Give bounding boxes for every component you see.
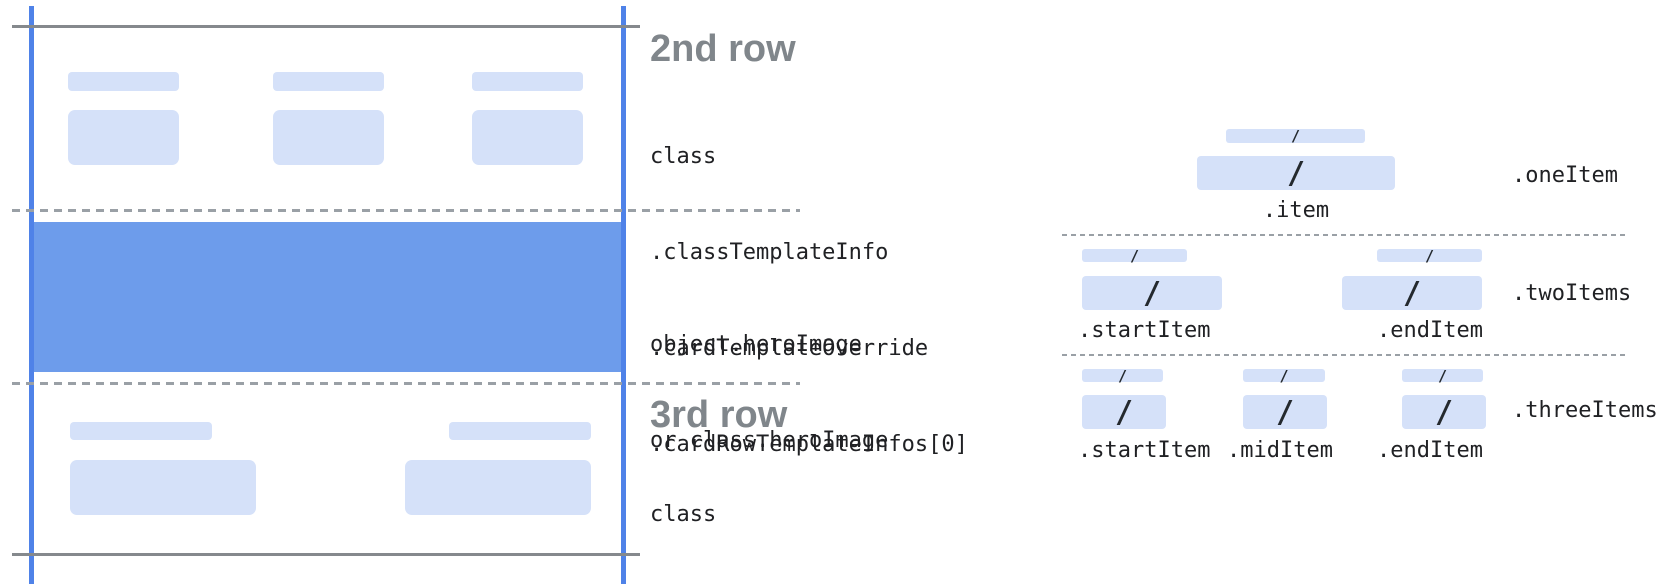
row2-field-value-bar-3: [472, 110, 583, 165]
slash-glyph: /: [1424, 246, 1435, 265]
card-right-border-line: [621, 6, 626, 584]
code-line: class: [650, 144, 717, 169]
slash-glyph: /: [1114, 394, 1134, 430]
hero-image-band: [34, 222, 621, 372]
row3-field-label-bar-2: [449, 422, 591, 440]
row3-code-path: class .classTemplateInfo .cardTemplateOv…: [650, 437, 968, 584]
code-line: .cardRowTemplateInfos[0]: [650, 432, 968, 457]
three-items-end-value-bar: /: [1402, 394, 1486, 430]
three-items-mid-label-bar: /: [1243, 366, 1325, 385]
two-items-end-value-bar: /: [1342, 275, 1482, 311]
one-item-caption: .item: [1262, 198, 1330, 223]
row2-field-value-bar-2: [273, 110, 384, 165]
code-line: or class.heroImage: [650, 428, 889, 453]
one-item-label-bar: /: [1226, 127, 1365, 145]
slash-glyph: /: [1279, 366, 1289, 385]
row2-field-label-bar-3: [472, 72, 583, 91]
three-items-mid-value-bar: /: [1243, 394, 1327, 430]
two-items-start-value-bar: /: [1082, 275, 1222, 311]
row2-field-label-bar-2: [273, 72, 384, 91]
slash-glyph: /: [1142, 275, 1162, 311]
code-line: .cardTemplateOverride: [650, 336, 929, 361]
row2-heading: 2nd row: [650, 28, 796, 70]
row3-field-value-bar-2: [405, 460, 591, 515]
row-divider-dashed-top: [12, 209, 800, 212]
row3-field-label-bar-1: [70, 422, 212, 440]
three-items-mid-caption: .midItem: [1227, 438, 1333, 463]
three-items-end-label-bar: /: [1402, 366, 1483, 385]
slash-glyph: /: [1437, 366, 1448, 385]
row3-heading: 3rd row: [650, 394, 788, 436]
code-line: object.heroImage: [650, 332, 862, 357]
slash-glyph: /: [1434, 394, 1454, 430]
row3-field-value-bar-1: [70, 460, 256, 515]
code-line: class: [650, 502, 717, 527]
three-items-end-caption: .endItem: [1377, 438, 1483, 463]
two-items-start-caption: .startItem: [1078, 318, 1211, 343]
slash-glyph: /: [1402, 275, 1422, 311]
row2-code-path: class .classTemplateInfo .cardTemplateOv…: [650, 77, 968, 525]
three-items-start-value-bar: /: [1082, 394, 1166, 430]
row2-field-value-bar-1: [68, 110, 179, 165]
code-line: .classTemplateInfo: [650, 240, 889, 265]
slash-glyph: /: [1290, 127, 1301, 145]
one-item-value-bar: /: [1197, 155, 1395, 191]
layout-divider-dashed-1: [1062, 234, 1628, 236]
card-left-border-line: [29, 6, 34, 584]
card-bottom-edge-line: [12, 553, 640, 556]
two-items-end-caption: .endItem: [1377, 318, 1483, 343]
row2-field-label-bar-1: [68, 72, 179, 91]
two-items-start-label-bar: /: [1082, 246, 1187, 265]
layout-divider-dashed-2: [1062, 354, 1628, 356]
hero-code-path: object.heroImage or class.heroImage: [650, 265, 888, 521]
row-divider-dashed-bottom: [12, 382, 800, 385]
two-items-row-caption: .twoItems: [1512, 281, 1632, 306]
slash-glyph: /: [1129, 246, 1140, 265]
one-item-row-caption: .oneItem: [1512, 163, 1618, 188]
slash-glyph: /: [1117, 366, 1128, 385]
slash-glyph: /: [1275, 394, 1295, 430]
card-top-edge-line: [12, 25, 640, 28]
three-items-start-label-bar: /: [1082, 366, 1163, 385]
three-items-start-caption: .startItem: [1078, 438, 1211, 463]
slash-glyph: /: [1286, 155, 1306, 191]
two-items-end-label-bar: /: [1377, 246, 1482, 265]
three-items-row-caption: .threeItems: [1512, 398, 1658, 423]
